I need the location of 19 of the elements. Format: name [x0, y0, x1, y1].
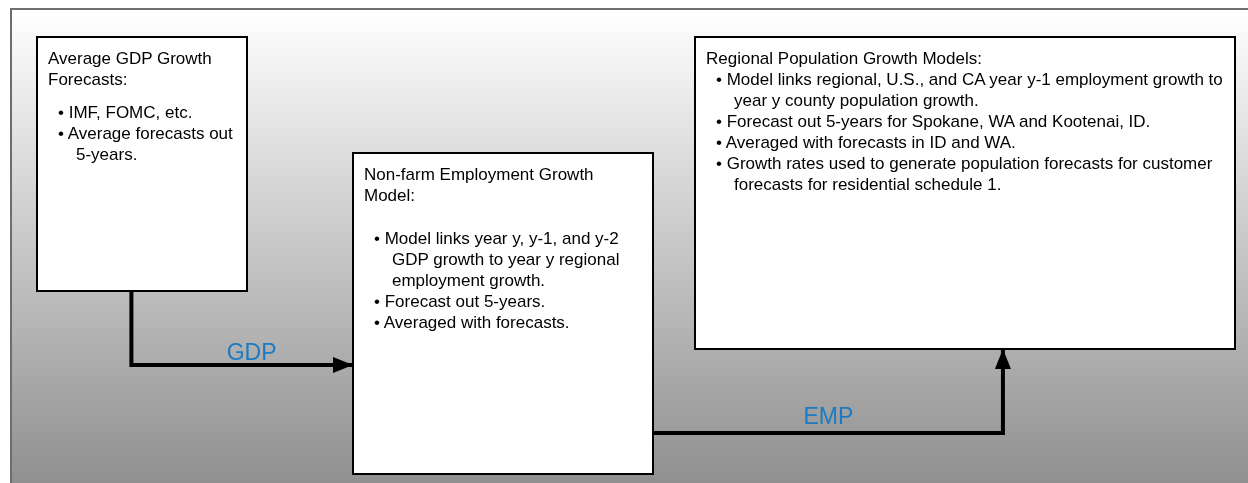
- process-box: [352, 152, 654, 475]
- bullet-item: • Forecast out 5-years for Spokane, WA and Kootenai, ID.: [715, 111, 1152, 132]
- box-heading: Non-farm Employment Growth Model:: [364, 164, 595, 206]
- bullet-item: • Averaged with forecasts.: [373, 312, 571, 333]
- bullet-item: • Model links regional, U.S., and CA year y-1 employment growth to year y county population growth.: [715, 69, 1224, 111]
- process-box: [36, 36, 248, 292]
- bullet-item: • IMF, FOMC, etc.: [57, 102, 194, 123]
- bullet-item: • Averaged with forecasts in ID and WA.: [715, 132, 1017, 153]
- edge-label: GDP: [226, 339, 277, 366]
- elbow-arrow: [129, 292, 353, 373]
- process-box: [694, 36, 1236, 350]
- box-heading: Regional Population Growth Models:: [706, 48, 983, 69]
- elbow-arrow: [654, 349, 1011, 435]
- bullet-item: • Forecast out 5-years.: [373, 291, 547, 312]
- edge-label: EMP: [803, 403, 854, 430]
- box-heading: Average GDP Growth Forecasts:: [48, 48, 213, 90]
- bullet-item: • Growth rates used to generate population forecasts for customer forecasts for residential schedule 1.: [715, 153, 1214, 195]
- bullet-item: • Average forecasts out 5-years.: [57, 123, 234, 165]
- bullet-item: • Model links year y, y-1, and y-2 GDP growth to year y regional employment growth.: [373, 228, 621, 291]
